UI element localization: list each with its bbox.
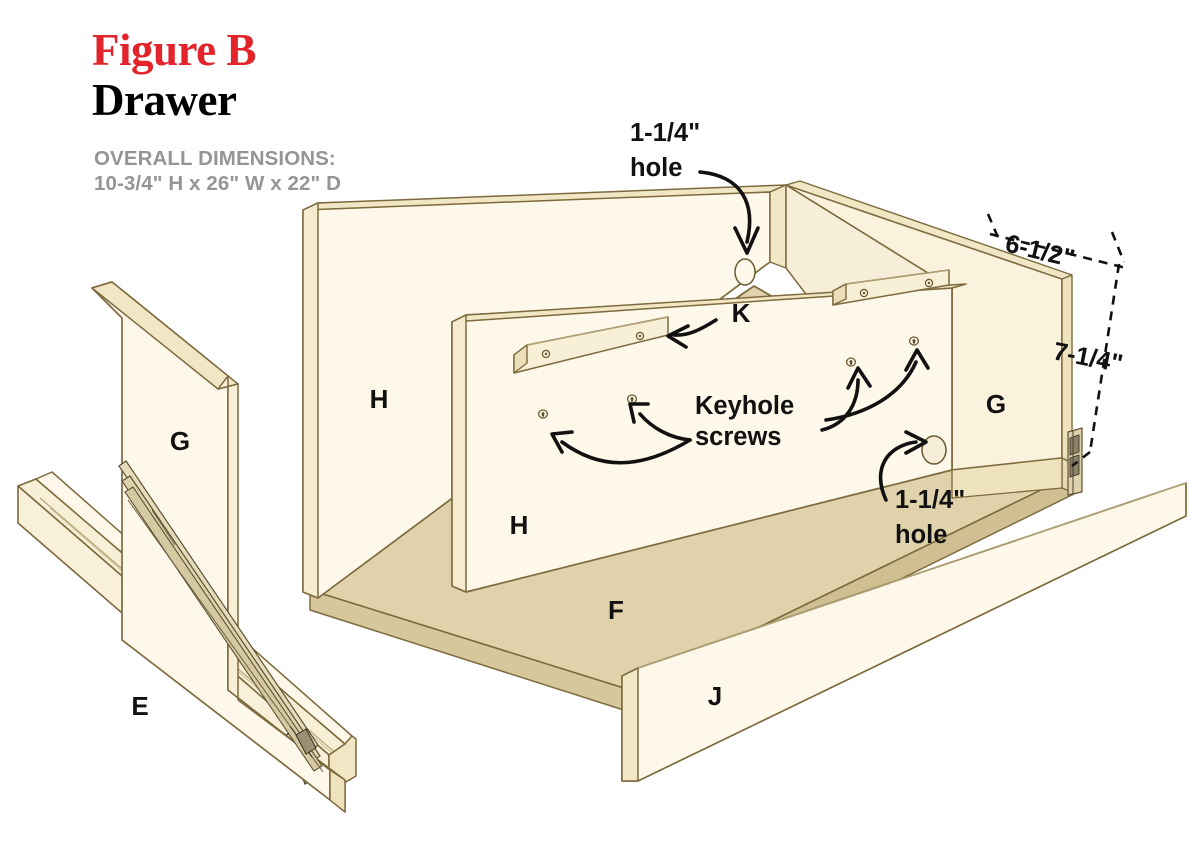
part-label-f: F xyxy=(608,595,624,625)
hole-bottom-label-line1: 1-1/4" xyxy=(895,486,965,514)
part-label-k: K xyxy=(732,298,751,328)
dimension-line-7-1-4 xyxy=(1071,263,1121,468)
cleat-screw xyxy=(924,278,934,288)
callout-arrow-k xyxy=(666,318,718,349)
part-label-e: E xyxy=(131,691,148,721)
overall-dimensions-heading: OVERALL DIMENSIONS: xyxy=(94,147,336,170)
keyhole-screw-mark xyxy=(845,357,857,367)
part-k-cleat-back xyxy=(832,269,950,306)
part-label-g-right: G xyxy=(986,389,1006,419)
dimension-line-6-1-2 xyxy=(986,213,1127,270)
part-label-h-divider: H xyxy=(510,510,529,540)
hole-top-125in xyxy=(734,258,756,286)
callout-arrow-keyhole-left xyxy=(550,430,692,465)
overall-dimensions: OVERALL DIMENSIONS: 10-3/4" H x 26" W x … xyxy=(94,146,341,196)
callout-arrow-hole-bottom xyxy=(878,430,928,502)
cleat-screw xyxy=(541,349,551,359)
drawer-slide-hardware-g xyxy=(118,460,324,773)
hole-bottom-125in xyxy=(921,435,947,465)
overall-dimensions-value: 10-3/4" H x 26" W x 22" D xyxy=(94,172,342,196)
keyhole-screw-mark xyxy=(626,394,638,404)
part-j-front-board xyxy=(621,482,1187,782)
drawer-slide-hardware-g-right xyxy=(1067,427,1083,496)
part-label-g-left: G xyxy=(170,426,190,456)
cleat-screw xyxy=(859,288,869,298)
part-label-j: J xyxy=(708,681,722,711)
callout-arrow-keyhole-middle xyxy=(628,402,692,442)
callout-arrow-keyhole-right-2 xyxy=(824,348,930,422)
hole-top-label-line1: 1-1/4" xyxy=(630,119,700,147)
part-g-left-panel xyxy=(91,281,346,813)
callout-arrow-hole-top xyxy=(698,170,760,255)
keyhole-label-line1: Keyhole xyxy=(695,392,794,420)
hole-bottom-label-line2: hole xyxy=(895,521,947,549)
hole-top-label-line2: hole xyxy=(630,154,682,182)
figure-title: Drawer xyxy=(92,75,237,125)
cleat-screw xyxy=(635,331,645,341)
keyhole-screw-mark xyxy=(537,409,549,419)
figure-label: Figure B xyxy=(92,25,256,75)
keyhole-screw-mark xyxy=(908,336,920,346)
callout-arrow-keyhole-right-1 xyxy=(820,366,872,432)
part-k-cleat-divider xyxy=(513,316,669,374)
part-label-h-back: H xyxy=(370,384,389,414)
keyhole-label-line2: screws xyxy=(695,423,782,451)
